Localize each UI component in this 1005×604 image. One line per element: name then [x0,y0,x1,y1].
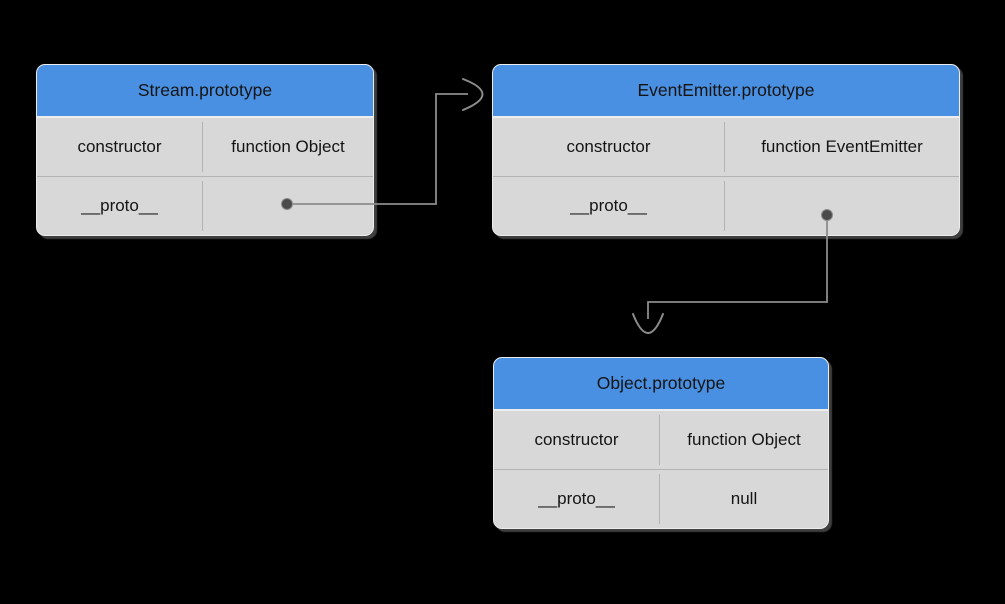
table-row: constructor function Object [494,411,828,469]
table-header-object: Object.prototype [494,358,828,411]
table-stream-prototype: Stream.prototype constructor function Ob… [36,64,374,236]
column-divider [659,415,660,465]
table-row: __proto__ null [494,469,828,528]
property-value-cell: function EventEmitter [761,137,923,156]
column-divider [202,122,203,172]
table-title: EventEmitter.prototype [637,80,815,100]
property-name-cell: constructor [77,137,162,156]
column-divider [202,181,203,231]
table-row: constructor function EventEmitter [493,118,959,176]
column-divider [724,181,725,231]
table-title: Stream.prototype [137,80,273,100]
property-value-cell: null [730,489,758,508]
column-divider [724,122,725,172]
arrowhead-right-icon [462,78,484,111]
table-title: Object.prototype [596,373,726,393]
table-object-prototype: Object.prototype constructor function Ob… [493,357,829,529]
property-name-cell: __proto__ [81,196,158,215]
property-name-cell: __proto__ [570,196,647,215]
property-name-cell: constructor [566,137,651,156]
property-name-cell: __proto__ [538,489,615,508]
pointer-cell [725,177,959,235]
table-row: __proto__ [37,176,373,235]
table-header-stream: Stream.prototype [37,65,373,118]
table-header-eventemitter: EventEmitter.prototype [493,65,959,118]
property-value-cell: function Object [231,137,345,156]
table-eventemitter-prototype: EventEmitter.prototype constructor funct… [492,64,960,236]
property-value-cell: function Object [687,430,801,449]
column-divider [659,474,660,524]
property-name-cell: constructor [534,430,619,449]
pointer-cell [203,177,373,235]
table-row: __proto__ [493,176,959,235]
arrowhead-down-icon [632,313,664,334]
table-row: constructor function Object [37,118,373,176]
